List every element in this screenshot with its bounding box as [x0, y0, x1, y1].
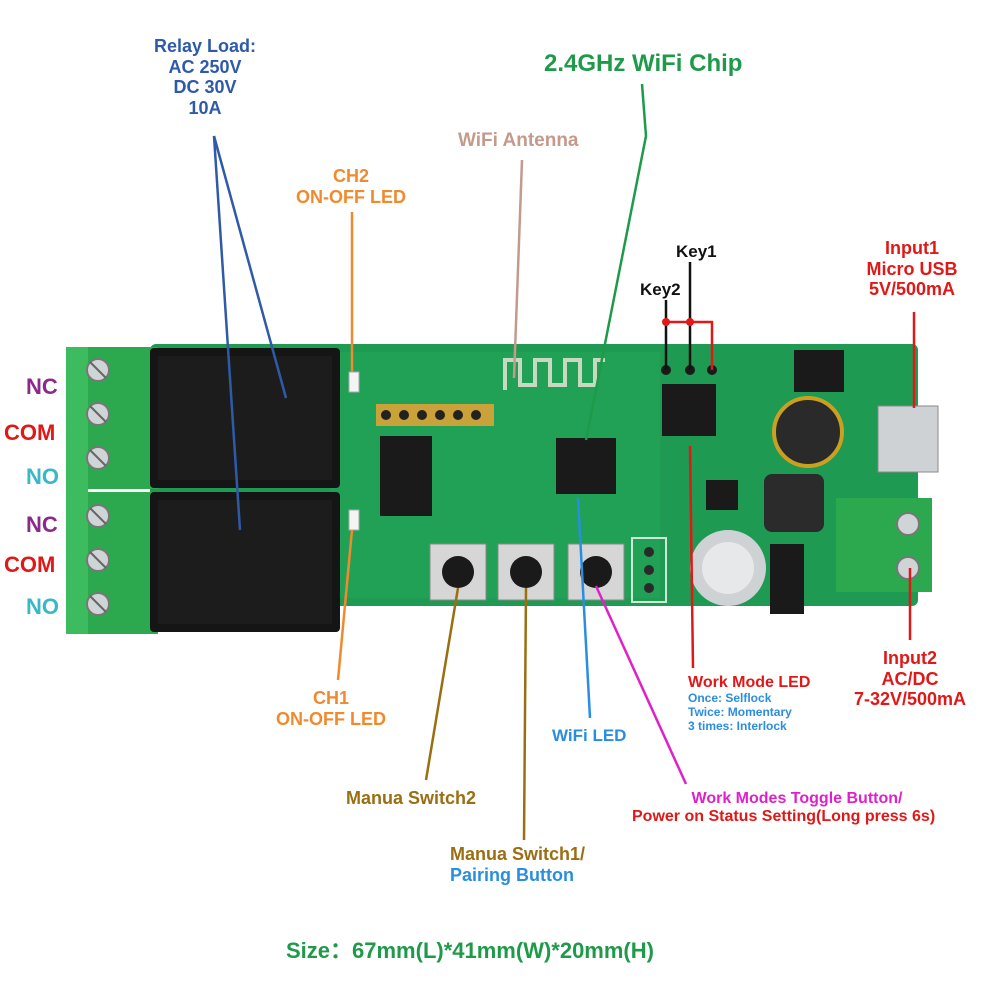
antenna-trace	[503, 358, 605, 390]
wifi-chip-label: 2.4GHz WiFi Chip	[544, 50, 743, 77]
right-terminal-block	[836, 498, 932, 592]
inductor	[764, 474, 824, 532]
ic-mcu	[662, 384, 716, 436]
ch1-led-label: CH1 ON-OFF LED	[256, 688, 406, 729]
input2-line3: 7-32V/500mA	[853, 689, 967, 710]
manual-switch2-label: Manua Switch2	[346, 788, 477, 808]
relay-load-ac: AC 250V	[168, 56, 242, 77]
work-mode-three: 3 times: Interlock	[688, 718, 787, 733]
ch1-led-line2: ON-OFF LED	[276, 708, 386, 729]
relay-load-label: Relay Load: AC 250V DC 30V 10A	[140, 36, 270, 119]
terminal-nc-lower: NC	[26, 512, 58, 537]
input1-line3: 5V/500mA	[868, 279, 956, 300]
relay-load-dc: DC 30V	[173, 77, 237, 98]
terminal-com-upper: COM	[4, 420, 56, 445]
button-mode[interactable]	[567, 543, 625, 601]
terminal-com-lower: COM	[4, 552, 56, 577]
wifi-chip	[556, 438, 616, 494]
size-label: Size：67mm(L)*41mm(W)*20mm(H)	[286, 938, 654, 963]
header-pins	[376, 404, 494, 426]
micro-usb-port	[877, 405, 939, 473]
key2-label: Key2	[640, 280, 681, 299]
relay-lower	[150, 492, 340, 632]
manual-switch1-line2: Pairing Button	[450, 864, 574, 885]
toggle-button-line2: Power on Status Setting(Long press 6s)	[632, 808, 936, 826]
manual-switch1-line1: Manua Switch1/	[450, 844, 586, 864]
capacitor-large	[772, 396, 844, 468]
terminal-no-lower: NO	[26, 594, 59, 619]
relay-load-current: 10A	[188, 98, 222, 119]
toggle-button-line1: Work Modes Toggle Button/	[691, 790, 903, 807]
input1-line1: Input1	[885, 238, 939, 258]
button-ch2[interactable]	[429, 543, 487, 601]
wifi-led-label: WiFi LED	[552, 726, 627, 745]
wifi-antenna-label: WiFi Antenna	[458, 130, 579, 151]
left-terminal-block	[66, 347, 158, 634]
work-mode-twice: Twice: Momentary	[688, 705, 792, 720]
ic-regulator	[706, 480, 738, 510]
ch2-led	[348, 371, 360, 393]
terminal-nc-upper: NC	[26, 374, 58, 399]
input1-line2: Micro USB	[866, 258, 958, 279]
ch1-led-line1: CH1	[312, 688, 349, 708]
ch2-led-line1: CH2	[332, 166, 369, 186]
terminal-no-upper: NO	[26, 464, 59, 489]
input1-label: Input1 Micro USB 5V/500mA	[846, 238, 978, 300]
input2-line2: AC/DC	[881, 668, 939, 689]
ch2-led-label: CH2 ON-OFF LED	[276, 166, 426, 207]
work-mode-led-label: Work Mode LED Once: Selflock Twice: Mome…	[688, 674, 810, 734]
input2-label: Input2 AC/DC 7-32V/500mA	[842, 648, 978, 710]
ic-optocoupler	[380, 436, 432, 516]
input2-line1: Input2	[883, 648, 937, 668]
work-mode-once: Once: Selflock	[688, 691, 772, 706]
manual-switch1-label: Manua Switch1/ Pairing Button	[450, 844, 585, 885]
relay-upper	[150, 348, 340, 488]
regulator	[794, 350, 844, 392]
ch2-led-line2: ON-OFF LED	[296, 186, 406, 207]
work-mode-led-title: Work Mode LED	[688, 674, 811, 691]
key1-label: Key1	[676, 242, 717, 261]
toggle-button-label: Work Modes Toggle Button/ Power on Statu…	[632, 790, 962, 827]
ch1-led	[348, 509, 360, 531]
relay-load-title: Relay Load:	[153, 36, 257, 56]
